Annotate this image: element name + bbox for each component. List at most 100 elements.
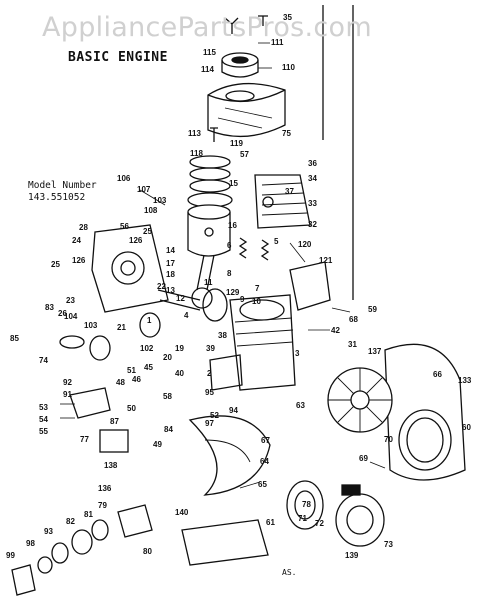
part-label[interactable]: 72 <box>315 519 324 528</box>
part-label[interactable]: 71 <box>298 514 307 523</box>
part-label[interactable]: 138 <box>104 461 118 470</box>
part-label[interactable]: 133 <box>458 376 472 385</box>
part-label[interactable]: 73 <box>384 540 393 549</box>
part-label[interactable]: 129 <box>226 288 240 297</box>
part-label[interactable]: 49 <box>153 440 162 449</box>
part-label[interactable]: 10 <box>252 297 261 306</box>
part-label[interactable]: 17 <box>166 259 175 268</box>
part-label[interactable]: 70 <box>384 435 393 444</box>
part-label[interactable]: 103 <box>153 196 167 205</box>
part-label[interactable]: 5 <box>274 237 279 246</box>
part-label[interactable]: 103 <box>84 321 98 330</box>
part-label[interactable]: 19 <box>175 344 184 353</box>
part-label[interactable]: 55 <box>39 427 48 436</box>
part-label[interactable]: 67 <box>261 436 270 445</box>
part-label[interactable]: 69 <box>359 454 368 463</box>
part-label[interactable]: 121 <box>319 256 333 265</box>
part-label[interactable]: 3 <box>295 349 300 358</box>
part-label[interactable]: 53 <box>39 403 48 412</box>
part-label[interactable]: 92 <box>63 378 72 387</box>
part-label[interactable]: 91 <box>63 390 72 399</box>
part-label[interactable]: 32 <box>308 220 317 229</box>
part-label[interactable]: 79 <box>98 501 107 510</box>
part-label[interactable]: 39 <box>206 344 215 353</box>
part-label[interactable]: 56 <box>120 222 129 231</box>
part-label[interactable]: 6 <box>227 241 232 250</box>
part-label[interactable]: 83 <box>45 303 54 312</box>
part-label[interactable]: 58 <box>163 392 172 401</box>
part-label[interactable]: 57 <box>240 150 249 159</box>
part-label[interactable]: 78 <box>302 500 311 509</box>
part-label[interactable]: 50 <box>127 404 136 413</box>
part-label[interactable]: 68 <box>349 315 358 324</box>
part-label[interactable]: 108 <box>144 206 158 215</box>
part-label[interactable]: 20 <box>163 353 172 362</box>
part-label[interactable]: 75 <box>282 129 291 138</box>
part-label[interactable]: 81 <box>84 510 93 519</box>
part-label[interactable]: 4 <box>184 311 189 320</box>
part-label[interactable]: 119 <box>230 139 243 148</box>
part-label[interactable]: 54 <box>39 415 48 424</box>
part-label[interactable]: 18 <box>166 270 175 279</box>
part-label[interactable]: 114 <box>201 65 214 74</box>
part-label[interactable]: 64 <box>260 457 269 466</box>
part-label[interactable]: 120 <box>298 240 312 249</box>
part-label[interactable]: 63 <box>296 401 305 410</box>
part-label[interactable]: 60 <box>462 423 471 432</box>
part-label[interactable]: 16 <box>228 221 237 230</box>
part-label[interactable]: 37 <box>285 187 294 196</box>
part-label[interactable]: 13 <box>166 286 175 295</box>
part-label[interactable]: 84 <box>164 425 173 434</box>
part-label[interactable]: 94 <box>229 406 238 415</box>
part-label[interactable]: 95 <box>205 388 214 397</box>
part-label[interactable]: 74 <box>39 356 48 365</box>
part-label[interactable]: 24 <box>72 236 81 245</box>
part-label[interactable]: 35 <box>283 13 292 22</box>
part-label[interactable]: 14 <box>166 246 175 255</box>
part-label[interactable]: 107 <box>137 185 151 194</box>
part-label[interactable]: 52 <box>210 411 219 420</box>
part-label[interactable]: 21 <box>117 323 126 332</box>
part-label[interactable]: 12 <box>176 294 185 303</box>
part-label[interactable]: 48 <box>116 378 125 387</box>
part-label[interactable]: 65 <box>258 480 267 489</box>
part-label[interactable]: 102 <box>140 344 154 353</box>
part-label[interactable]: 106 <box>117 174 131 183</box>
part-label[interactable]: 40 <box>175 369 184 378</box>
part-label[interactable]: 61 <box>266 518 275 527</box>
part-label[interactable]: 115 <box>203 48 216 57</box>
part-label[interactable]: 38 <box>218 331 227 340</box>
part-label[interactable]: 34 <box>308 174 317 183</box>
part-label[interactable]: 97 <box>205 419 214 428</box>
part-label[interactable]: 80 <box>143 547 152 556</box>
part-label[interactable]: 31 <box>348 340 357 349</box>
part-label[interactable]: 51 <box>127 366 136 375</box>
part-label[interactable]: 46 <box>132 375 141 384</box>
part-label[interactable]: 8 <box>227 269 232 278</box>
part-label[interactable]: 42 <box>331 326 340 335</box>
part-label[interactable]: 99 <box>6 551 15 560</box>
part-label[interactable]: 11 <box>204 278 213 287</box>
part-label[interactable]: 136 <box>98 484 112 493</box>
part-label[interactable]: 93 <box>44 527 53 536</box>
part-label[interactable]: 22 <box>157 282 166 291</box>
part-label[interactable]: 126 <box>72 256 86 265</box>
part-label[interactable]: 28 <box>79 223 88 232</box>
part-label[interactable]: 9 <box>240 295 245 304</box>
part-label[interactable]: 36 <box>308 159 317 168</box>
part-label[interactable]: 139 <box>345 551 359 560</box>
part-label[interactable]: 85 <box>10 334 19 343</box>
part-label[interactable]: 137 <box>368 347 382 356</box>
part-label[interactable]: 23 <box>66 296 75 305</box>
part-label[interactable]: 25 <box>143 227 152 236</box>
part-label[interactable]: 77 <box>80 435 89 444</box>
part-label[interactable]: 126 <box>129 236 143 245</box>
part-label[interactable]: 87 <box>110 417 119 426</box>
part-label[interactable]: 26 <box>58 309 67 318</box>
part-label[interactable]: 45 <box>144 363 153 372</box>
part-label[interactable]: 140 <box>175 508 189 517</box>
part-label[interactable]: 118 <box>190 149 203 158</box>
part-label[interactable]: 2 <box>207 369 212 378</box>
part-label[interactable]: 104 <box>64 312 78 321</box>
part-label[interactable]: 59 <box>368 305 377 314</box>
